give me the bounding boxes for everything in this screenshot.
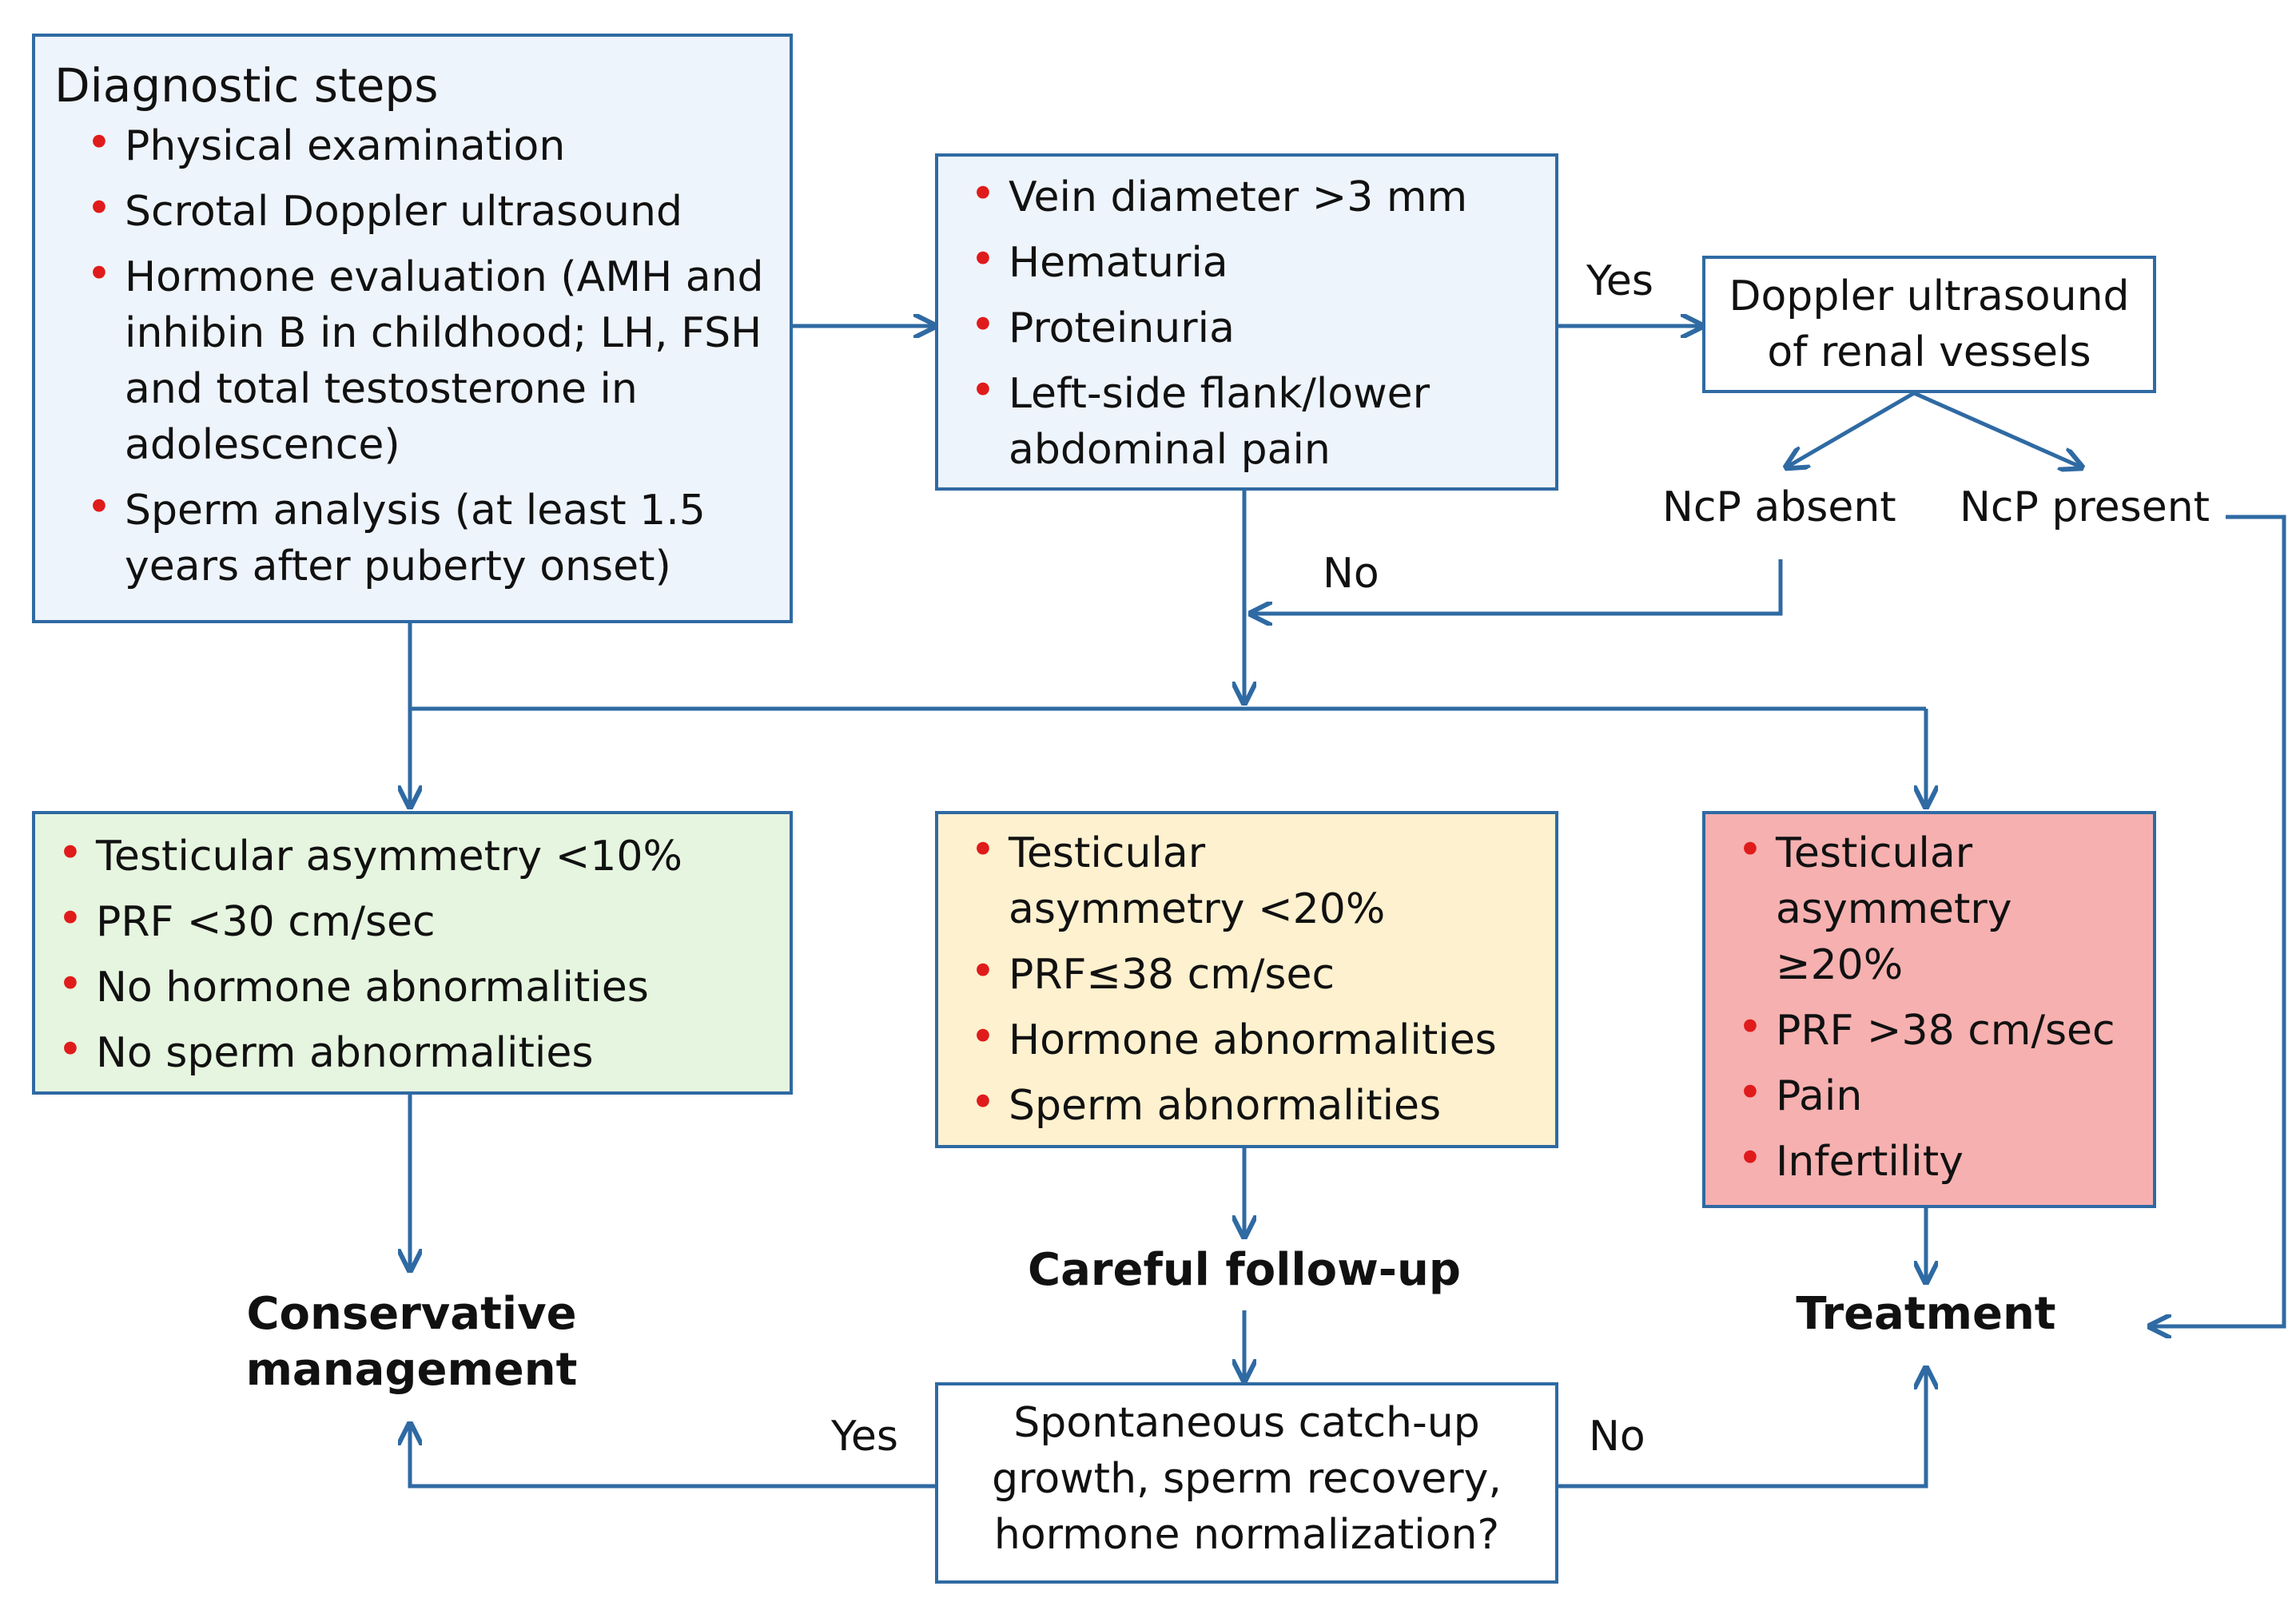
label-ncp-present: NcP present [1960,483,2210,531]
arrow-doppler-to-ncp-present [1912,391,2082,467]
list-item: PRF≤38 cm/sec [938,944,1539,1003]
criteria-box: Vein diameter >3 mm Hematuria Proteinuri… [935,153,1558,491]
question-text: Spontaneous catch-up growth, sperm recov… [992,1399,1502,1559]
doppler-renal-text: Doppler ultrasound of renal vessels [1729,272,2130,376]
question-box: Spontaneous catch-up growth, sperm recov… [935,1382,1558,1584]
list-item: Testicular asymmetry <10% [26,825,774,884]
green-criteria-box: Testicular asymmetry <10% PRF <30 cm/sec… [32,811,793,1095]
label-yes-top: Yes [1586,257,1653,305]
label-ncp-absent: NcP absent [1662,483,1896,531]
list-item: Pain [1705,1065,2137,1124]
list-item: Vein diameter >3 mm [938,166,1539,225]
yellow-criteria-list: Testicular asymmetry <20% PRF≤38 cm/sec … [938,822,1539,1134]
doppler-renal-box: Doppler ultrasound of renal vessels [1702,256,2156,393]
arrow-doppler-to-ncp-absent [1786,391,1916,467]
list-item: No sperm abnormalities [26,1022,774,1081]
list-item: Sperm abnormalities [938,1075,1539,1134]
list-item: Left-side flank/lower abdominal pain [938,363,1539,478]
list-item: Sperm analysis (at least 1.5 years after… [54,479,770,594]
yellow-criteria-box: Testicular asymmetry <20% PRF≤38 cm/sec … [935,811,1558,1148]
outcome-treatment: Treatment [1796,1288,2056,1340]
list-item: Hormone evaluation (AMH and inhibin B in… [54,246,770,473]
list-item: Testicular asymmetry <20% [938,822,1392,937]
arrow-ncp-present-to-treatment [2150,515,2286,1326]
arrow-question-to-treatment [1555,1368,1926,1489]
arrow-ncp-absent-to-main [1251,559,1783,614]
list-item: No hormone abnormalities [26,956,774,1016]
list-item: Physical examination [54,115,770,174]
diagnostic-steps-box: Diagnostic steps Physical examination Sc… [32,34,793,623]
label-no-middle: No [1323,550,1379,598]
outcome-careful-follow-up: Careful follow-up [1027,1244,1462,1296]
list-item: Hormone abnormalities [938,1009,1539,1068]
label-yes-bottom: Yes [831,1413,898,1461]
red-criteria-box: Testicular asymmetry ≥20% PRF >38 cm/sec… [1702,811,2156,1208]
green-criteria-list: Testicular asymmetry <10% PRF <30 cm/sec… [26,825,774,1081]
outcome-conservative-management: Conservative management [245,1288,578,1396]
list-item: PRF <30 cm/sec [26,891,774,950]
list-item: Proteinuria [938,297,1539,356]
arrow-question-to-conservative [410,1424,935,1489]
diagnostic-steps-title: Diagnostic steps [54,58,439,113]
list-item: Scrotal Doppler ultrasound [54,181,770,240]
label-no-bottom: No [1589,1413,1645,1461]
criteria-list: Vein diameter >3 mm Hematuria Proteinuri… [938,166,1539,478]
list-item: PRF >38 cm/sec [1705,1000,2137,1059]
list-item: Infertility [1705,1131,2137,1190]
list-item: Hematuria [938,232,1539,291]
list-item: Testicular asymmetry ≥20% [1705,822,2063,993]
diagnostic-steps-list: Physical examination Scrotal Doppler ult… [54,115,770,594]
red-criteria-list: Testicular asymmetry ≥20% PRF >38 cm/sec… [1705,822,2137,1190]
